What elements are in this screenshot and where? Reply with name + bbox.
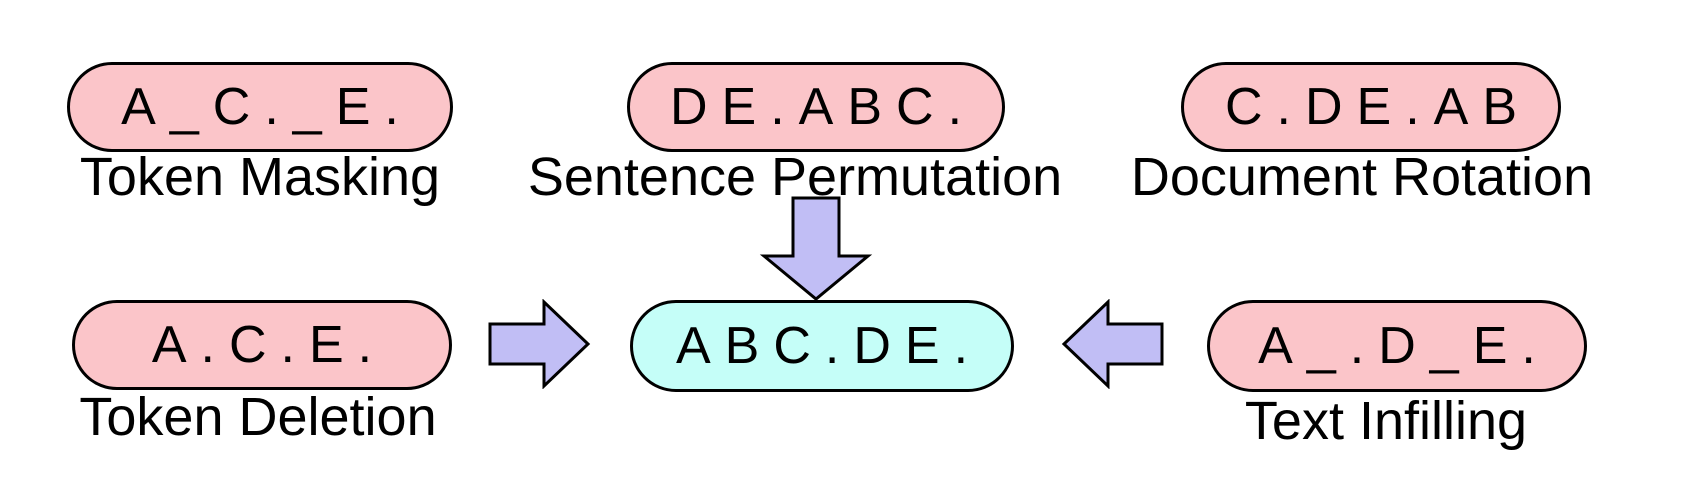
label-sentence-permutation: Sentence Permutation: [527, 147, 1063, 207]
node-token-masking-text: A_C._E.: [121, 78, 413, 136]
node-sentence-permutation: DE.ABC.: [627, 62, 1005, 152]
down-arrow-icon: [759, 196, 873, 301]
label-token-masking: Token Masking: [79, 147, 441, 207]
label-document-rotation: Document Rotation: [1130, 147, 1594, 207]
label-text-infilling: Text Infilling: [1244, 391, 1528, 451]
node-original-document: ABC.DE.: [630, 300, 1014, 392]
node-text-infilling-text: A_.D_E.: [1258, 317, 1550, 375]
left-arrow-icon: [1061, 299, 1164, 389]
node-token-deletion: A.C.E.: [72, 300, 452, 390]
node-document-rotation: C.DE.AB: [1181, 62, 1561, 152]
node-original-document-text: ABC.DE.: [675, 317, 983, 375]
node-token-deletion-text: A.C.E.: [151, 316, 387, 374]
right-arrow-icon: [488, 299, 591, 389]
node-token-masking: A_C._E.: [67, 62, 453, 152]
node-document-rotation-text: C.DE.AB: [1224, 78, 1532, 136]
label-token-deletion: Token Deletion: [79, 387, 437, 447]
node-sentence-permutation-text: DE.ABC.: [669, 78, 977, 136]
node-text-infilling: A_.D_E.: [1207, 300, 1587, 392]
